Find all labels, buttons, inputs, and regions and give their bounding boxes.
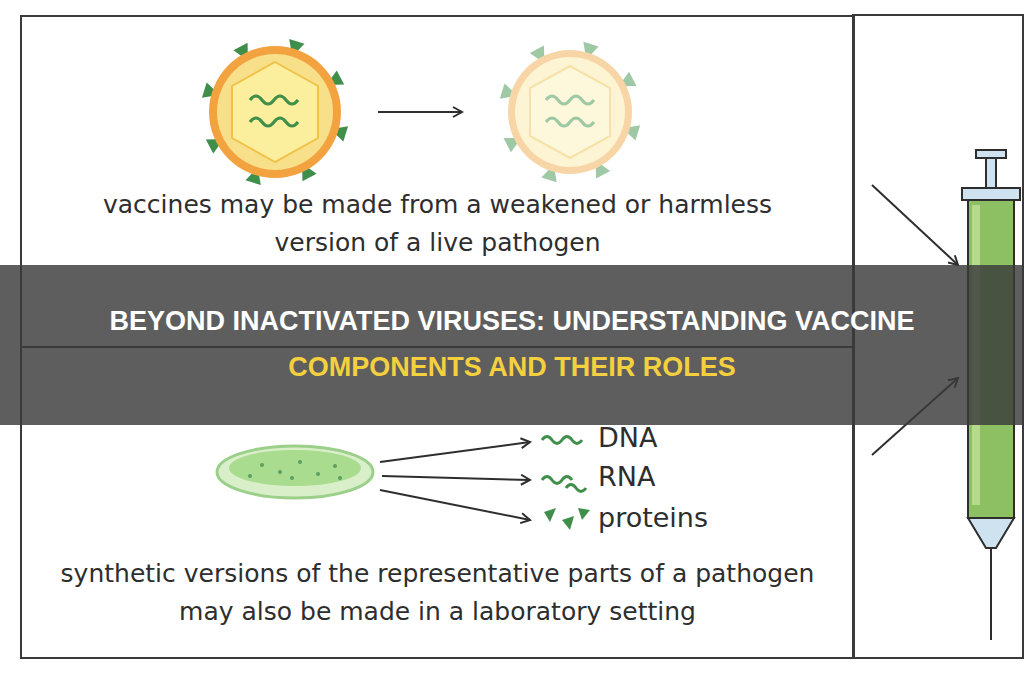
- title: BEYOND INACTIVATED VIRUSES: UNDERSTANDIN…: [17, 299, 1007, 391]
- arrow: [380, 490, 530, 520]
- nucleic-acid-strands: [542, 437, 586, 492]
- protein-shapes: [544, 508, 590, 530]
- arrow: [378, 111, 462, 113]
- title-banner: BEYOND INACTIVATED VIRUSES: UNDERSTANDIN…: [0, 265, 1024, 425]
- arrow: [382, 476, 530, 480]
- weakened-pathogen: [500, 42, 640, 182]
- component-label: proteins: [598, 502, 708, 533]
- petri-dish: [217, 446, 373, 498]
- panel-caption: vaccines may be made from a weakened or …: [88, 186, 788, 262]
- arrow: [872, 185, 958, 265]
- panel-caption: synthetic versions of the representative…: [33, 555, 843, 631]
- component-label: DNA: [598, 422, 657, 453]
- component-label: RNA: [598, 461, 655, 492]
- live-pathogen: [202, 39, 348, 185]
- arrow: [380, 442, 530, 462]
